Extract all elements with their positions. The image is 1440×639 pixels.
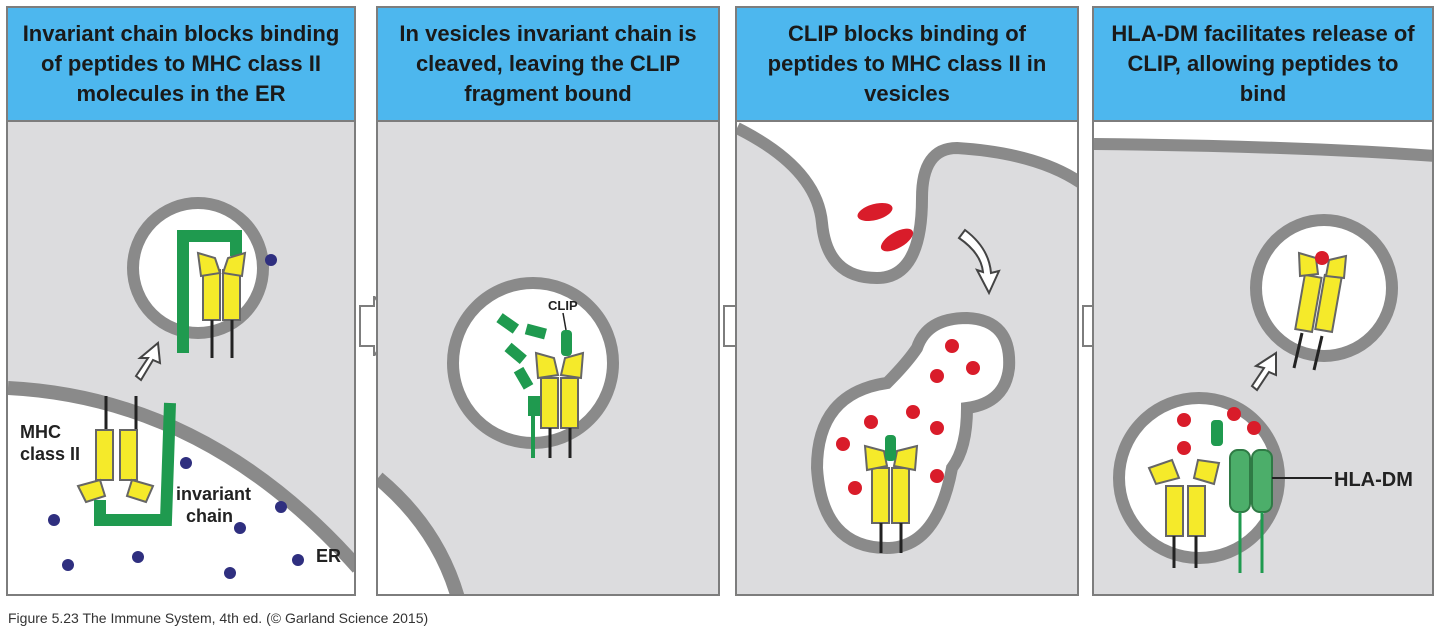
peptides [836,339,980,495]
er-lumen [8,388,354,594]
panel-vesicle-cleavage: In vesicles invariant chain is cleaved, … [376,6,720,596]
panel-header: In vesicles invariant chain is cleaved, … [378,8,718,122]
peptide [880,228,914,252]
mhc-class-ii-er [76,396,155,504]
mhc-class-ii-peptide [1292,251,1348,371]
panel-header: CLIP blocks binding of peptides to MHC c… [737,8,1077,122]
bound-peptide [1315,251,1329,265]
plasma-membrane [1094,138,1432,162]
panel-hla-dm: HLA-DM facilitates release of CLIP, allo… [1092,6,1434,596]
er-peptides [48,457,304,579]
invariant-label-2: chain [186,506,233,526]
peptides [1177,407,1261,455]
er-lumen [378,478,457,594]
transport-arrow [957,228,1001,296]
panel-vesicle-illustration: CLIP [378,277,619,594]
invariant-chain-fragments [496,313,547,416]
er-membrane [378,472,465,594]
invariant-label-1: invariant [176,484,251,504]
panel-title: CLIP blocks binding of peptides to MHC c… [767,21,1047,106]
plasma-membrane [737,122,1077,285]
hla-dm-molecule [1229,449,1273,573]
transport-arrow [134,341,162,382]
transport-arrow [1250,351,1277,392]
panel-header: HLA-DM facilitates release of CLIP, allo… [1094,8,1432,122]
extracellular-space [737,122,1077,278]
released-clip [1211,420,1223,446]
panel-hla-dm-illustration: HLA-DM [1094,122,1432,573]
mhc-label-1: MHC [20,422,61,442]
er-membrane [8,381,354,573]
fusing-vesicles [810,311,1016,555]
panel-er: Invariant chain blocks binding of peptid… [6,6,356,596]
hla-dm-label: HLA-DM [1334,469,1413,491]
mhc-class-ii-empty [1147,458,1221,568]
mhc-class-ii-clip [534,330,585,458]
mhc-class-ii-clip [863,435,919,553]
panel-er-illustration: MHC class II invariant chain ER [8,197,354,594]
er-label: ER [316,546,341,566]
invariant-chain-vesicle [177,230,242,353]
clip-fragment [885,435,896,461]
panel-clip-illustration [737,122,1077,555]
mhc-label-2: class II [20,444,80,464]
mhc-class-ii-vesicle [196,251,247,358]
clip-fragment [561,330,572,356]
panel-title: In vesicles invariant chain is cleaved, … [399,21,697,106]
invariant-chain-er [94,402,176,526]
panel-title: HLA-DM facilitates release of CLIP, allo… [1111,21,1415,106]
panel-clip-blocks: CLIP blocks binding of peptides to MHC c… [735,6,1079,596]
panel-title: Invariant chain blocks binding of peptid… [22,21,340,106]
er-dot [265,254,277,266]
figure-caption: Figure 5.23 The Immune System, 4th ed. (… [8,610,429,626]
panel-header: Invariant chain blocks binding of peptid… [8,8,354,122]
clip-label: CLIP [548,298,578,313]
peptide [857,202,893,222]
